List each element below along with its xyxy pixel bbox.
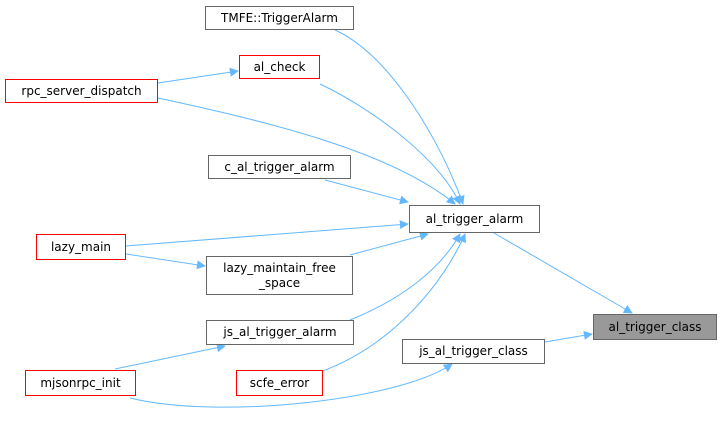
edge-al-check-to-al-trigger-alarm: [319, 83, 461, 205]
edge-scfe-error-to-al-trigger-alarm: [319, 233, 466, 373]
edge-js-al-trigger-alarm-to-al-trigger-alarm: [349, 233, 461, 321]
edge-js-al-trigger-class-to-al-trigger-class: [544, 330, 593, 343]
node-tmfe-trigger-alarm[interactable]: TMFE::TriggerAlarm: [205, 6, 354, 30]
node-scfe-error[interactable]: scfe_error: [236, 370, 323, 396]
edge-tmfe-trigger-alarm-to-al-trigger-alarm: [334, 29, 465, 205]
edge-lazy-main-to-lazy-maintain-free-space: [125, 253, 206, 270]
edge-c-al-trigger-alarm-to-al-trigger-alarm: [324, 179, 409, 205]
node-mjsonrpc-init[interactable]: mjsonrpc_init: [25, 370, 136, 396]
node-lazy-maintain-free-space[interactable]: lazy_maintain_free _space: [206, 256, 353, 295]
node-lazy-main[interactable]: lazy_main: [36, 234, 126, 260]
node-al-trigger-class[interactable]: al_trigger_class: [593, 314, 717, 340]
node-c-al-trigger-alarm[interactable]: c_al_trigger_alarm: [208, 155, 351, 179]
node-rpc-server-dispatch[interactable]: rpc_server_dispatch: [5, 79, 158, 103]
node-al-trigger-alarm[interactable]: al_trigger_alarm: [409, 205, 540, 233]
node-js-al-trigger-class[interactable]: js_al_trigger_class: [402, 339, 545, 364]
edge-rpc-server-dispatch-to-al-trigger-alarm: [157, 97, 456, 205]
edge-lazy-main-to-al-trigger-alarm: [125, 220, 409, 247]
node-al-check[interactable]: al_check: [239, 55, 320, 79]
edge-mjsonrpc-init-to-js-al-trigger-alarm: [114, 343, 226, 370]
edge-mjsonrpc-init-to-js-al-trigger-class: [129, 363, 453, 408]
edge-lazy-maintain-free-space-to-al-trigger-alarm: [349, 231, 429, 256]
node-js-al-trigger-alarm[interactable]: js_al_trigger_alarm: [206, 320, 354, 345]
edge-al-trigger-alarm-to-al-trigger-class: [493, 232, 633, 314]
edge-rpc-server-dispatch-to-al-check: [157, 67, 239, 84]
